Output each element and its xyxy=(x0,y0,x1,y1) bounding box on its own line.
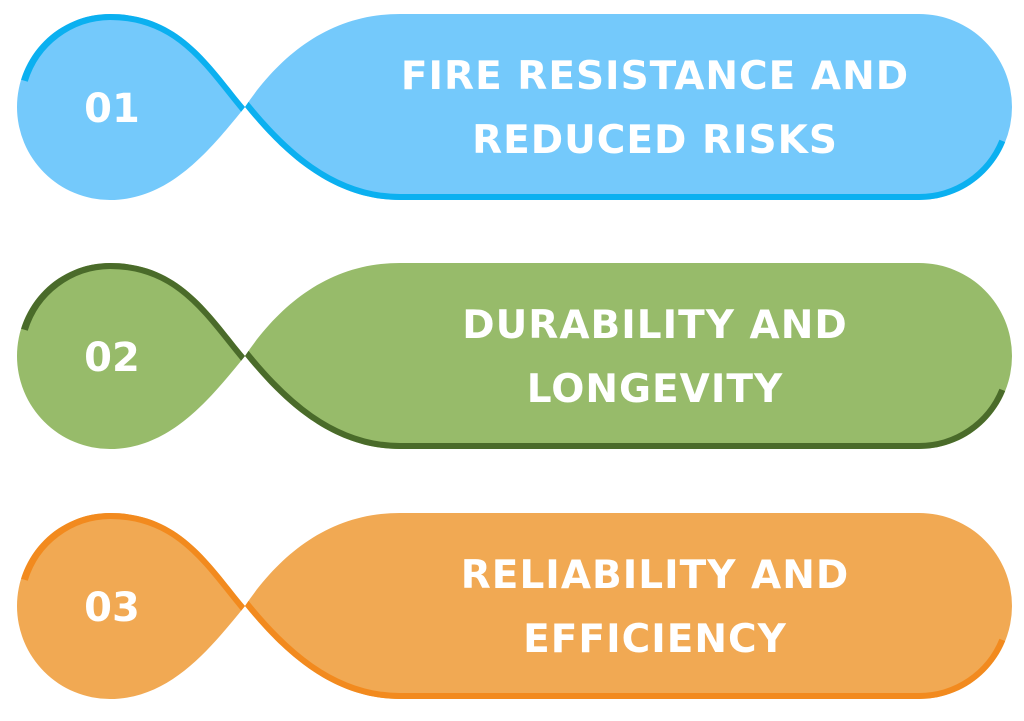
step-number: 01 xyxy=(84,86,140,132)
step-title-line1: DURABILITY AND xyxy=(462,303,847,348)
step-number: 03 xyxy=(84,585,140,631)
step-02: 02 DURABILITY AND LONGEVITY xyxy=(17,263,1012,449)
step-title-line2: LONGEVITY xyxy=(527,367,783,412)
step-shape xyxy=(17,14,1012,200)
step-shape xyxy=(17,263,1012,449)
step-title-line2: REDUCED RISKS xyxy=(472,118,838,163)
step-number: 02 xyxy=(84,335,140,381)
step-accent-stroke xyxy=(17,14,1011,200)
step-shape xyxy=(17,513,1012,699)
step-01: 01 FIRE RESISTANCE AND REDUCED RISKS xyxy=(17,14,1012,200)
step-title-line2: EFFICIENCY xyxy=(523,617,787,662)
step-accent-stroke xyxy=(17,513,1011,699)
step-title-line1: FIRE RESISTANCE AND xyxy=(401,54,909,99)
step-03: 03 RELIABILITY AND EFFICIENCY xyxy=(17,513,1012,699)
step-accent-stroke xyxy=(17,263,1011,449)
step-title-line1: RELIABILITY AND xyxy=(461,553,849,598)
